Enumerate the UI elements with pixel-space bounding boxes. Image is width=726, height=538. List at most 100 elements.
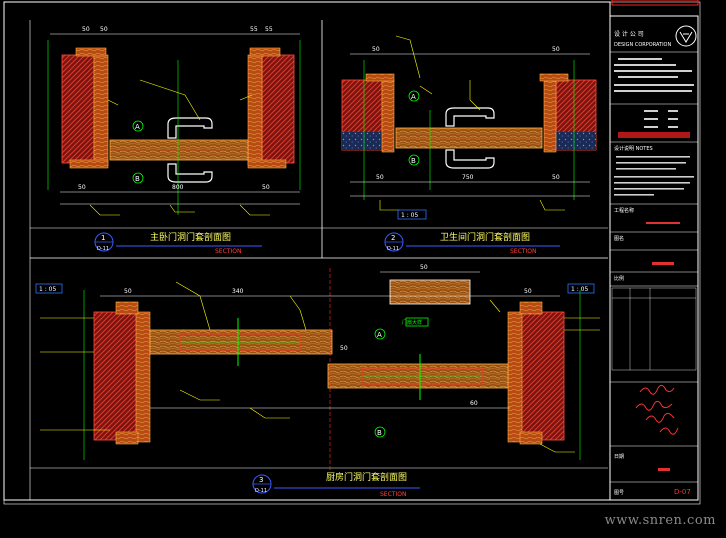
- d3-dim-1: 340: [232, 288, 244, 295]
- notes-heading: 设计说明 NOTES: [614, 145, 653, 152]
- d1-detail-number: 1: [101, 234, 105, 242]
- d2-architrave-tl: [365, 73, 395, 82]
- d1-wall-right: [261, 54, 295, 164]
- d3-leaf-profile-label: 门扇大样: [402, 319, 422, 326]
- d3-subtitle: SECTION: [380, 491, 406, 498]
- d2-tag-a: [408, 90, 420, 102]
- project-label: 工程名称: [614, 207, 634, 214]
- d3-dim-3: 50: [420, 264, 428, 271]
- d2-jamb-left: [381, 79, 395, 153]
- d3-architrave-bl: [115, 431, 139, 445]
- d1-dim-1: 50: [100, 26, 108, 33]
- d2-scale-tag: [397, 209, 427, 220]
- d3-leaf-profile: [389, 279, 471, 305]
- d2-sheet-ref: D-11: [387, 246, 399, 252]
- d3-dim-2: 50: [524, 288, 532, 295]
- d3-scale-tag-right: [567, 283, 595, 294]
- d1-sheet-ref: D-11: [97, 246, 109, 252]
- date-label: 日期: [614, 454, 624, 460]
- d2-title: 卫生间门洞门套剖面图: [440, 231, 530, 243]
- d1-tag-a: [132, 120, 144, 132]
- d3-scale-tag-right-text: 1 : 05: [571, 286, 588, 293]
- company-logo: [675, 25, 697, 47]
- d1-architrave-br: [247, 159, 287, 169]
- tb-signature-rows: [644, 110, 678, 128]
- d1-dim-4: 50: [78, 184, 86, 191]
- date-value-red: [658, 468, 670, 471]
- tb-fine-print: [614, 58, 694, 92]
- d1-dim-6: 800: [172, 184, 184, 191]
- d3-jamb-left: [135, 311, 151, 443]
- d1-architrave-bl: [69, 159, 109, 169]
- d3-detail-number: 3: [259, 476, 263, 484]
- project-value-red: [646, 222, 680, 224]
- d2-lever-handle-back: [445, 149, 495, 169]
- revision-table: [611, 287, 697, 371]
- outer-border: [3, 1, 701, 505]
- d3-wall-left: [93, 311, 139, 441]
- drawing-value-red: [652, 262, 674, 265]
- d1-architrave-tr: [249, 47, 281, 57]
- company-logo-mark: [679, 31, 693, 43]
- d1-tag-a-text: A: [135, 123, 140, 131]
- d2-dim-0: 50: [372, 46, 380, 53]
- signatures: [635, 384, 679, 435]
- top-stamp: [611, 0, 699, 6]
- d3-sheet-ref: D-11: [255, 488, 267, 494]
- d3-leaders: [40, 281, 600, 453]
- d2-architrave-tr: [539, 73, 569, 82]
- d2-tile-right: [556, 132, 596, 150]
- d3-tag-b: [374, 426, 386, 438]
- d3-tag-a: [374, 328, 386, 340]
- d2-jamb-right: [543, 79, 557, 153]
- d2-tag-b: [408, 154, 420, 166]
- d1-subtitle: SECTION: [215, 248, 241, 255]
- tb-notes-lines: [614, 156, 694, 196]
- d2-tag-b-text: B: [411, 157, 416, 165]
- d3-architrave-tr: [519, 301, 543, 315]
- d3-wall-right: [519, 311, 565, 441]
- d2-leaders: [379, 35, 565, 211]
- d1-tag-b: [132, 172, 144, 184]
- company-name-en: DESIGN CORPORATION: [614, 42, 671, 48]
- d1-tag-b-text: B: [135, 175, 140, 183]
- d2-subtitle: SECTION: [510, 248, 536, 255]
- d3-architrave-br: [519, 431, 543, 445]
- company-name-cn: 设 计 公 司: [614, 30, 644, 38]
- d3-jamb-right: [507, 311, 523, 443]
- d1-dim-2: 55: [250, 26, 258, 33]
- d1-architrave-tl: [75, 47, 107, 57]
- d2-dim-4: 50: [552, 174, 560, 181]
- title-block-frame: [609, 15, 699, 501]
- d2-dim-2: 750: [462, 174, 474, 181]
- d2-tag-a-text: A: [411, 93, 416, 101]
- d2-detail-number: 2: [391, 234, 395, 242]
- drawing-no: D-07: [674, 488, 691, 496]
- d3-leaf-profile-tag: [405, 317, 429, 327]
- detail-1-section: A B 50 50 55 55 50 50 800 1 D-11 主卧门洞门套剖…: [47, 26, 301, 255]
- d3-dim-0: 50: [124, 288, 132, 295]
- d3-title: 厨房门洞门套剖面图: [326, 471, 407, 483]
- d1-lever-handle: [167, 117, 213, 139]
- d3-dim-5: 60: [470, 400, 478, 407]
- detail-3-section: 门扇大样 A B 1 : 05 1 : 05 50 340: [35, 264, 600, 498]
- tb-red-band: [618, 132, 690, 138]
- d1-lever-handle-back: [167, 163, 213, 183]
- d2-tile-left: [342, 132, 382, 150]
- d3-tag-b-text: B: [377, 429, 382, 437]
- d1-jamb-right: [247, 54, 263, 166]
- title-block: 设 计 公 司 DESIGN CORPORATION 设计说明 NOTES: [610, 25, 698, 496]
- detail-2-section: A B 50 50 750 50 50 1 : 05 2 D-11 卫生间门洞门…: [341, 35, 597, 255]
- d2-lever-handle: [445, 107, 495, 127]
- scale-label: 比例: [614, 275, 624, 282]
- d2-dim-1: 50: [552, 46, 560, 53]
- d1-dim-5: 50: [262, 184, 270, 191]
- d1-dim-3: 55: [265, 26, 273, 33]
- d3-architrave-tl: [115, 301, 139, 315]
- d1-dim-0: 50: [82, 26, 90, 33]
- d1-leaders: [89, 79, 270, 216]
- watermark-text: www.snren.com: [604, 513, 716, 528]
- drawing-label: 图名: [614, 235, 624, 242]
